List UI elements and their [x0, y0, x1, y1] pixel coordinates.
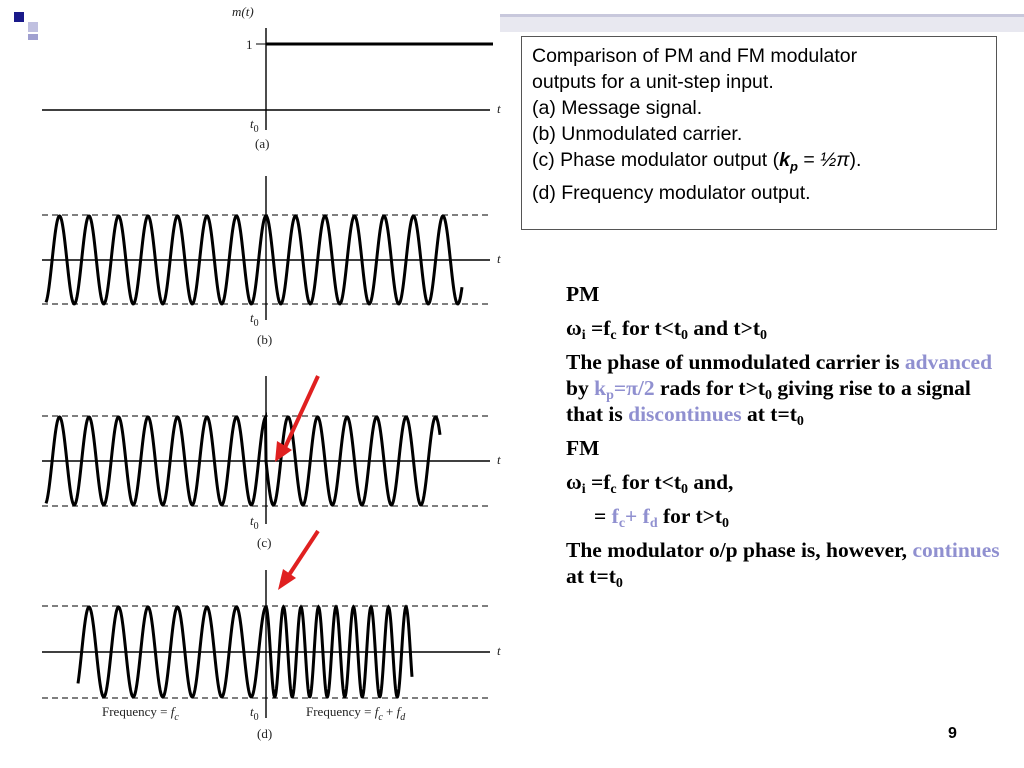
- plot-a-t0-label: t0: [250, 116, 259, 135]
- frequency-fc-fd-label: Frequency = fc + fd: [306, 704, 406, 723]
- plot-c: t t0 (c): [42, 375, 501, 550]
- plot-b: t t0 (b): [42, 176, 501, 347]
- plot-b-t0-label: t0: [250, 310, 259, 329]
- continuity-arrow-shaft: [285, 529, 320, 580]
- caption-line-5: (c) Phase modulator output (kp = ½π).: [532, 149, 862, 174]
- pm-frequency-equation: ωi =fc for t<t0 and t>t0: [566, 316, 768, 343]
- deco-square-mid: [28, 34, 38, 40]
- plot-c-t0-label: t0: [250, 513, 259, 532]
- slide-decoration: [14, 12, 1024, 40]
- plot-d-caption: (d): [257, 726, 272, 741]
- frequency-modulated-wave: [76, 604, 414, 699]
- plot-d: t t0 (d) Frequency = fc Frequency = fc +…: [42, 529, 501, 741]
- unmodulated-carrier-wave: [44, 214, 464, 306]
- caption-line-6: (d) Frequency modulator output.: [532, 181, 811, 204]
- plot-d-t-label: t: [497, 643, 501, 658]
- phase-modulated-wave: [44, 412, 442, 507]
- explanation-text: PM ωi =fc for t<t0 and t>t0 The phase of…: [566, 281, 1006, 597]
- plot-a: m(t) 1 t t0 (a): [42, 4, 501, 151]
- waveform-figure: m(t) 1 t t0 (a) t t0 (b) t t0 (c): [42, 4, 501, 741]
- caption-line-3: (a) Message signal.: [532, 97, 703, 119]
- fm-heading: FM: [566, 436, 600, 460]
- fm-frequency-equation-2: = fc+ fd for t>t0: [594, 504, 730, 531]
- pm-explanation: The phase of unmodulated carrier is adva…: [566, 350, 993, 429]
- plot-b-caption: (b): [257, 332, 272, 347]
- plot-a-level-one: 1: [246, 37, 253, 52]
- frequency-fc-label: Frequency = fc: [102, 704, 179, 723]
- slide-page-number: 9: [948, 725, 957, 742]
- plot-a-caption: (a): [255, 136, 269, 151]
- plot-c-caption: (c): [257, 535, 271, 550]
- discontinuity-arrow-head: [275, 441, 292, 462]
- deco-top-bar-edge: [500, 14, 1024, 17]
- fm-explanation: The modulator o/p phase is, however, con…: [566, 538, 1000, 591]
- plot-a-t-label: t: [497, 101, 501, 116]
- plot-a-ylabel: m(t): [232, 4, 254, 19]
- deco-square-light: [28, 22, 38, 32]
- plot-b-t-label: t: [497, 251, 501, 266]
- caption-line-2: outputs for a unit-step input.: [532, 71, 774, 93]
- pm-heading: PM: [566, 282, 600, 306]
- figure-caption-box: Comparison of PM and FM modulator output…: [521, 36, 997, 230]
- caption-line-4: (b) Unmodulated carrier.: [532, 123, 743, 145]
- plot-d-t0-label: t0: [250, 704, 259, 723]
- deco-square-dark: [14, 12, 24, 22]
- deco-top-bar-light: [500, 14, 1024, 32]
- fm-frequency-equation-1: ωi =fc for t<t0 and,: [566, 470, 734, 497]
- discontinuity-arrow-shaft: [281, 375, 320, 453]
- caption-line-1: Comparison of PM and FM modulator: [532, 45, 858, 67]
- continuity-arrow-head: [278, 569, 296, 590]
- plot-c-t-label: t: [497, 452, 501, 467]
